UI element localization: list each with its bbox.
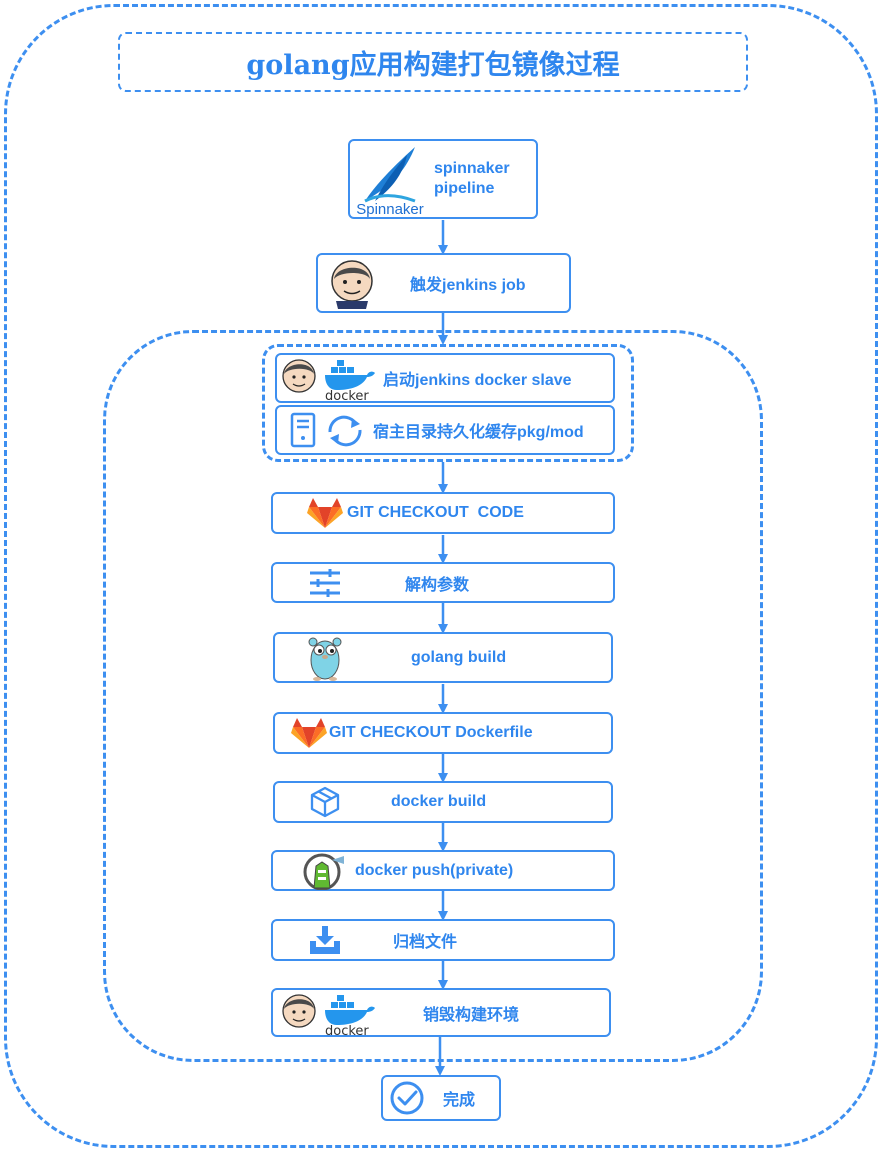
node-checkout-code-label: GIT CHECKOUT CODE xyxy=(347,504,524,521)
node-docker-build[interactable]: docker build xyxy=(273,781,613,823)
node-trigger-jenkins-job[interactable]: 触发jenkins job xyxy=(316,253,571,313)
check-circle-icon xyxy=(387,1080,427,1116)
sliders-icon xyxy=(305,568,345,598)
node-git-checkout-code[interactable]: GIT CHECKOUT CODE xyxy=(271,492,615,534)
node-docker-push-label: docker push(private) xyxy=(355,861,514,879)
node-spinnaker-line1: spinnaker xyxy=(434,160,510,177)
gitlab-logo xyxy=(289,717,329,749)
node-parse-params[interactable]: 解构参数 xyxy=(271,562,615,603)
node-archive-label: 归档文件 xyxy=(393,934,458,951)
node-host-cache[interactable]: 宿主目录持久化缓存pkg/mod xyxy=(275,405,615,455)
node-docker-build-label: docker build xyxy=(391,793,487,810)
title-box: golang应用构建打包镜像过程 xyxy=(118,32,748,92)
docker-logo-text: docker xyxy=(325,1024,369,1037)
node-checkout-dockerfile-label: GIT CHECKOUT Dockerfile xyxy=(329,724,533,741)
node-slave-label: 启动jenkins docker slave xyxy=(383,372,572,389)
node-params-label: 解构参数 xyxy=(405,576,470,594)
slave-group-box xyxy=(262,344,634,462)
spinnaker-logo: Spinnaker xyxy=(350,140,430,218)
gitlab-logo xyxy=(305,497,345,529)
node-destroy-label: 销毁构建环境 xyxy=(423,1006,520,1024)
node-trigger-label: 触发jenkins job xyxy=(410,277,526,294)
inner-frame xyxy=(103,330,763,1062)
gopher-icon xyxy=(303,634,347,682)
cube-icon xyxy=(305,786,345,818)
node-spinnaker-pipeline[interactable]: Spinnaker spinnaker pipeline xyxy=(348,139,538,219)
node-cache-label: 宿主目录持久化缓存pkg/mod xyxy=(373,424,584,441)
node-golang-build[interactable]: golang build xyxy=(273,632,613,683)
node-done[interactable]: 完成 xyxy=(381,1075,501,1121)
node-git-checkout-dockerfile[interactable]: GIT CHECKOUT Dockerfile xyxy=(273,712,613,754)
node-destroy-env[interactable]: docker 销毁构建环境 xyxy=(271,988,611,1037)
node-docker-push[interactable]: docker push(private) xyxy=(271,850,615,891)
jenkins-docker-logo: docker xyxy=(279,354,379,402)
harbor-logo xyxy=(301,852,347,890)
docker-logo-text: docker xyxy=(325,389,369,402)
node-golang-build-label: golang build xyxy=(411,648,507,666)
node-spinnaker-line2: pipeline xyxy=(434,180,495,197)
node-done-label: 完成 xyxy=(443,1092,476,1109)
spinnaker-logo-text: Spinnaker xyxy=(356,201,424,218)
diagram-title: golang应用构建打包镜像过程 xyxy=(246,49,620,81)
node-archive-files[interactable]: 归档文件 xyxy=(271,919,615,961)
jenkins-logo xyxy=(322,257,382,309)
node-start-docker-slave[interactable]: docker 启动jenkins docker slave xyxy=(275,353,615,403)
outer-frame xyxy=(4,4,878,1148)
server-sync-icon xyxy=(283,410,373,450)
jenkins-docker-logo: docker xyxy=(279,989,379,1037)
download-tray-icon xyxy=(305,925,345,955)
